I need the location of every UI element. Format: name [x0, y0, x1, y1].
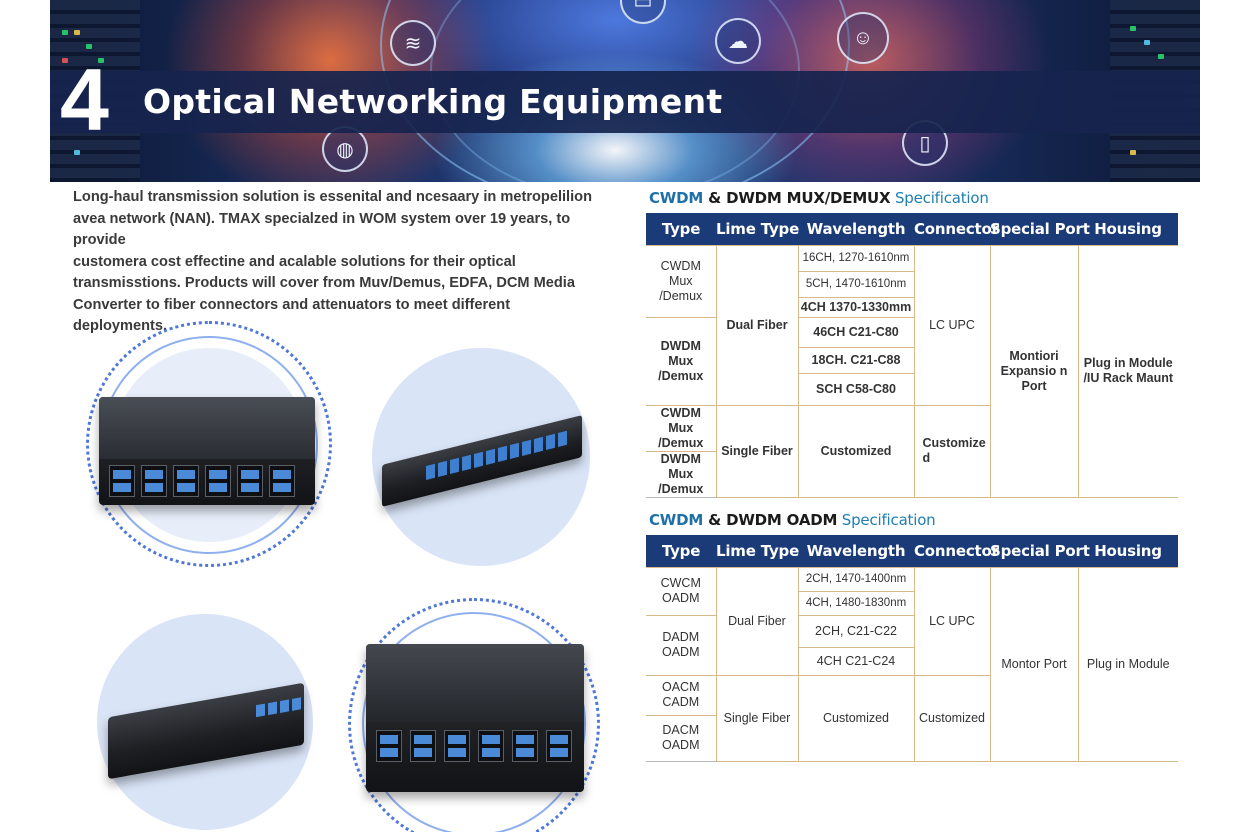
- oadm-table-title: CWDM & DWDM OADM Specification: [649, 511, 936, 529]
- table-header-row: Type Lime Type Wavelength Connector Spec…: [646, 535, 1178, 567]
- intro-line: avea network (NAN). TMAX specialzed in W…: [73, 210, 571, 249]
- col-header: Lime Type: [716, 213, 799, 245]
- intro-paragraph: Long-haul transmission solution is essen…: [73, 187, 601, 338]
- mux-spec-table: Type Lime Type Wavelength Connector Spec…: [646, 213, 1178, 498]
- wavelength-cell: 2CH, C21-C22: [797, 614, 915, 648]
- table-row: 5CH, 1470-1610nm: [646, 270, 1178, 298]
- line-type-cell: Single Fiber: [715, 674, 799, 762]
- table-row: OACM CADM Single Fiber Customized Custom…: [646, 674, 1178, 762]
- wavelength-cell: 18CH. C21-C88: [797, 346, 915, 374]
- wavelength-cell: 4CH C21-C24: [797, 646, 915, 676]
- col-header: Connector: [914, 213, 999, 245]
- dwdm-chassis-device-image: [366, 644, 584, 792]
- title-part: &: [703, 189, 727, 207]
- title-part: Specification: [890, 189, 989, 207]
- wavelength-cell: 2CH, 1470-1400nm: [797, 566, 915, 592]
- wavelength-cell: Customized: [797, 674, 915, 762]
- col-header: Wavelength: [798, 213, 914, 245]
- wavelength-cell: 4CH, 1480-1830nm: [797, 590, 915, 616]
- table-row: DWDM Mux /Demux: [646, 450, 1178, 498]
- housing-cell: Plug in Module: [1077, 566, 1178, 762]
- section-number: 4: [60, 50, 109, 149]
- type-cell: OACM CADM: [646, 674, 717, 716]
- cloud-icon: ☁: [715, 18, 761, 64]
- connector-cell: LC UPC: [913, 566, 991, 676]
- table-row: DACM OADM: [646, 714, 1178, 762]
- title-part: &: [703, 511, 727, 529]
- table-row: CWDM Mux /Demux Single Fiber Customized …: [646, 404, 1178, 498]
- port-array: [376, 730, 572, 762]
- col-header: Lime Type: [716, 535, 799, 567]
- col-header: Special Port: [990, 213, 1090, 245]
- type-cell: DWDM Mux /Demux: [646, 316, 717, 406]
- intro-line: deployments.: [73, 318, 168, 334]
- globe-icon: ◍: [322, 126, 368, 172]
- table-row: 18CH. C21-C88: [646, 346, 1178, 374]
- page-title: Optical Networking Equipment: [143, 82, 723, 121]
- col-header: Type: [646, 213, 716, 245]
- connector-cell: Customized: [913, 674, 991, 762]
- table-row: SCH C58-C80: [646, 372, 1178, 406]
- product-ring: [86, 321, 332, 567]
- table-row: DWDM Mux /Demux 46CH C21-C80: [646, 316, 1178, 406]
- wavelength-cell: 46CH C21-C80: [797, 316, 915, 348]
- wavelength-cell: 16CH, 1270-1610nm: [797, 244, 915, 272]
- type-cell: CWCM OADM: [646, 566, 717, 616]
- col-header: Housing: [1078, 535, 1178, 567]
- housing-cell: Plug in Module /IU Rack Maunt: [1077, 244, 1178, 498]
- table-row: 4CH C21-C24: [646, 646, 1178, 676]
- intro-line: Long-haul transmission solution is essen…: [73, 189, 592, 205]
- type-cell: DACM OADM: [646, 714, 717, 762]
- line-type-cell: Dual Fiber: [715, 244, 799, 406]
- title-part: DWDM MUX/DEMUX: [726, 189, 891, 207]
- title-part: DWDM OADM: [726, 511, 838, 529]
- connector-cell: Customize d: [913, 404, 991, 498]
- product-ring: [348, 598, 600, 832]
- table-header-row: Type Lime Type Wavelength Connector Spec…: [646, 213, 1178, 245]
- special-port-cell: Montor Port: [989, 566, 1079, 762]
- title-part: CWDM: [649, 189, 704, 207]
- intro-line: Converter to fiber connectors and attenu…: [73, 296, 511, 313]
- port-array: [256, 697, 301, 718]
- wavelength-cell: 4CH 1370-1330mm: [797, 296, 915, 318]
- title-part: CWDM: [649, 511, 704, 529]
- cwdm-mux-device-image: [99, 397, 315, 505]
- line-type-cell: Dual Fiber: [715, 566, 799, 676]
- table-row: CWCM OADM Dual Fiber 2CH, 1470-1400nm LC…: [646, 566, 1178, 762]
- table-row: CWDM Mux /Demux Dual Fiber 16CH, 1270-16…: [646, 244, 1178, 498]
- title-bar: [50, 71, 1200, 133]
- type-cell: DADM OADM: [646, 614, 717, 676]
- port-array: [109, 465, 295, 497]
- product-ring-inner: [362, 612, 586, 832]
- col-header: Connector: [914, 535, 999, 567]
- col-header: Housing: [1078, 213, 1178, 245]
- connector-cell: LC UPC: [913, 244, 991, 406]
- mux-table-title: CWDM & DWDM MUX/DEMUX Specification: [649, 189, 989, 207]
- type-cell: CWDM Mux /Demux: [646, 404, 717, 452]
- wavelength-cell: SCH C58-C80: [797, 372, 915, 406]
- wavelength-cell: 5CH, 1470-1610nm: [797, 270, 915, 298]
- type-cell: DWDM Mux /Demux: [646, 450, 717, 498]
- wifi-icon: ≋: [390, 20, 436, 66]
- line-type-cell: Single Fiber: [715, 404, 799, 498]
- user-icon: ☺: [837, 12, 889, 64]
- col-header: Wavelength: [798, 535, 914, 567]
- col-header: Special Port: [990, 535, 1090, 567]
- wavelength-cell: Customized: [797, 404, 915, 498]
- intro-line: transmisstions. Products will cover from…: [73, 275, 575, 291]
- title-part: Specification: [837, 511, 936, 529]
- oadm-spec-table: Type Lime Type Wavelength Connector Spec…: [646, 535, 1178, 762]
- table-row: 4CH, 1480-1830nm: [646, 590, 1178, 616]
- special-port-cell: Montiori Expansio n Port: [989, 244, 1079, 498]
- type-cell: CWDM Mux /Demux: [646, 244, 717, 318]
- hero-banner: ≋ ▭ ☁ ☺ ◍ ▯: [50, 0, 1200, 182]
- intro-line: customera cost effectine and acalable so…: [73, 253, 516, 270]
- col-header: Type: [646, 535, 716, 567]
